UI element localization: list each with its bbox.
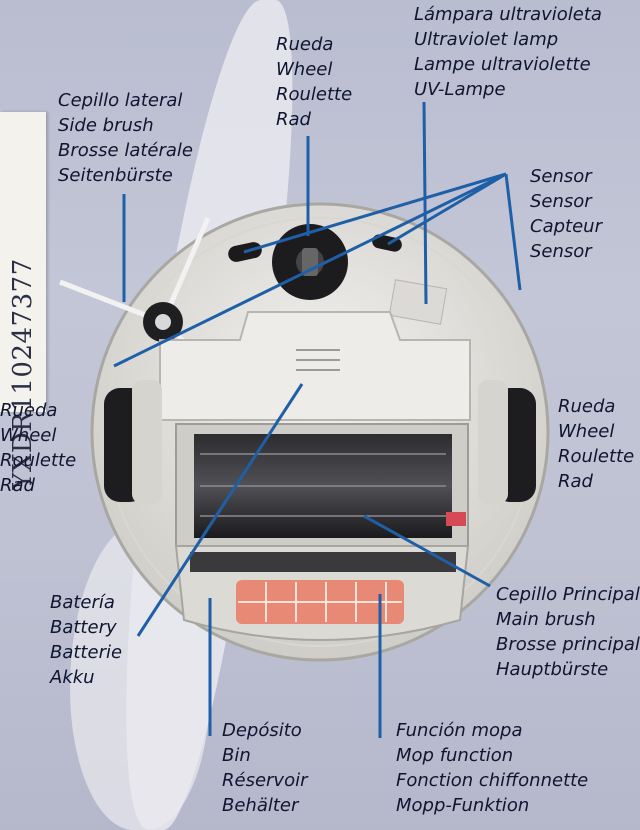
barcode-sticker: YXDR110247377 (0, 112, 46, 490)
label-wheel-top: Rueda Wheel Roulette Rad (276, 34, 353, 130)
label-side-brush: Cepillo lateral Side brush Brosse latéra… (58, 90, 193, 186)
leader-sensor-2 (387, 172, 507, 246)
leader-uv-lamp (422, 101, 428, 305)
uv-lamp-window (388, 279, 448, 325)
battery-cover (159, 311, 471, 421)
brush-release-tab (446, 512, 466, 526)
leader-battery (136, 383, 304, 637)
label-mop: Función mopa Mop function Fonction chiff… (396, 720, 589, 816)
bin-grille (190, 552, 456, 572)
main-brush-bristles (200, 453, 446, 517)
label-main-brush: Cepillo Principal Main brush Brosse prin… (496, 584, 640, 680)
leader-sensor-4 (504, 173, 522, 291)
leader-sensor-3 (113, 172, 507, 368)
label-uv-lamp: Lámpara ultravioleta Ultraviolet lamp La… (414, 4, 602, 100)
right-wheel-arm (478, 380, 508, 504)
mop-pad-grid (238, 582, 402, 622)
label-wheel-right: Rueda Wheel Roulette Rad (558, 396, 635, 492)
label-bin: Depósito Bin Réservoir Behälter (222, 720, 308, 816)
label-sensor: Sensor Sensor Capteur Sensor (530, 166, 602, 262)
leader-lines (113, 101, 522, 738)
battery-vent (296, 349, 340, 371)
label-battery: Batería Battery Batterie Akku (50, 592, 123, 688)
label-wheel-left: Rueda Wheel Roulette Rad (0, 400, 77, 496)
leader-sensor-1 (243, 172, 507, 254)
leader-main-brush (363, 514, 491, 588)
left-wheel-arm (132, 380, 162, 504)
